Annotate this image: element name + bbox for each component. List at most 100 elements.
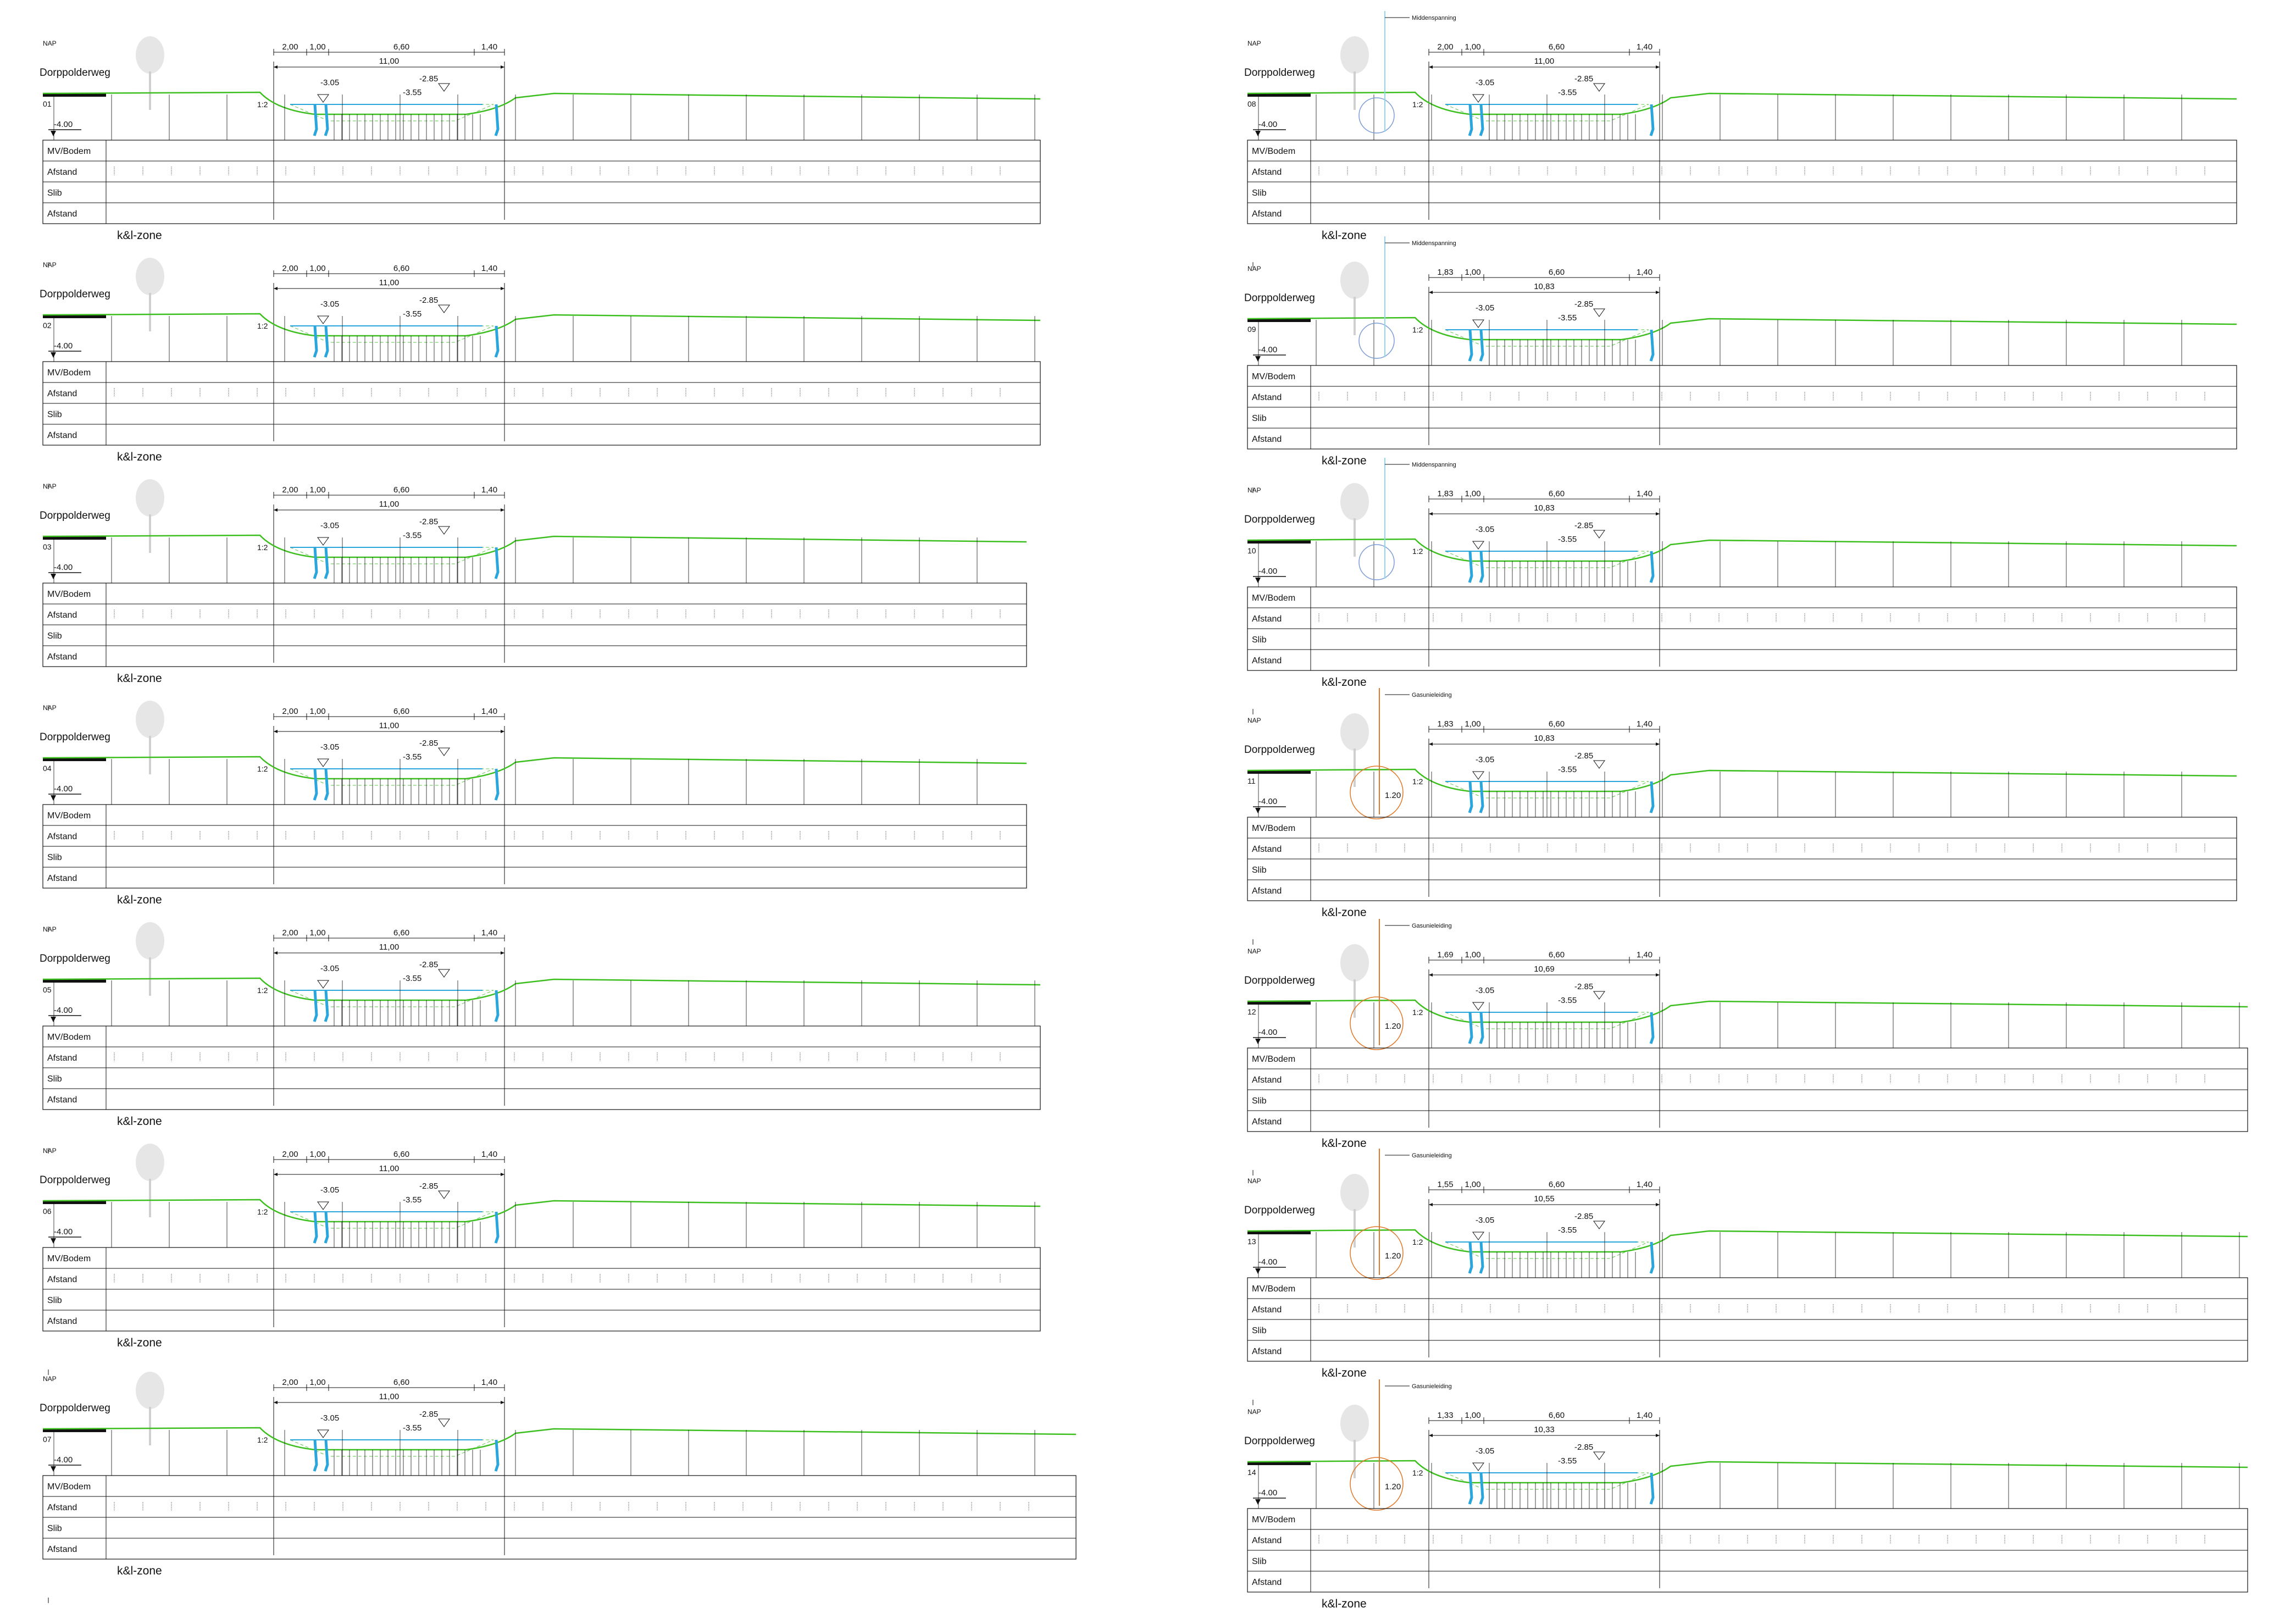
measure-marker xyxy=(313,104,318,136)
road-bar xyxy=(1247,319,1311,322)
level-mid: -3.55 xyxy=(403,974,422,983)
zone-label: k&l-zone xyxy=(117,1565,162,1577)
level-marker-right xyxy=(438,304,450,313)
measure-marker xyxy=(324,1211,329,1244)
level-mid: -3.55 xyxy=(403,531,422,540)
level-marker-left xyxy=(1472,1462,1484,1471)
road-label: Dorppolderweg xyxy=(1244,1435,1315,1447)
table-row-label: Afstand xyxy=(1252,1075,1282,1085)
profile-number: 13 xyxy=(1247,1237,1256,1246)
profile-number: 09 xyxy=(1247,325,1256,334)
dimension-d4: 1,40 xyxy=(1637,719,1652,729)
tree-icon xyxy=(1340,1174,1369,1211)
level-mid: -3.55 xyxy=(1558,535,1577,544)
measure-marker xyxy=(324,1439,329,1472)
profile-hatch xyxy=(290,768,494,786)
table-row-label: MV/Bodem xyxy=(1252,1055,1295,1064)
measure-marker xyxy=(313,990,318,1022)
profile-number: 02 xyxy=(43,321,52,330)
measure-marker xyxy=(494,768,500,801)
measure-marker xyxy=(1468,1472,1473,1505)
table-row-label: MV/Bodem xyxy=(1252,1515,1295,1524)
measure-marker xyxy=(494,104,500,136)
dimension-d3: 6,60 xyxy=(1549,1411,1565,1420)
table-row-label: MV/Bodem xyxy=(47,368,91,378)
terrain-line xyxy=(42,977,1041,1001)
dimension-d3: 6,60 xyxy=(1549,42,1565,52)
measure-marker xyxy=(1649,104,1655,136)
slope-label: 1:2 xyxy=(1412,777,1423,786)
nap-label: NAP xyxy=(1247,40,1261,47)
zone-label: k&l-zone xyxy=(1322,906,1367,919)
dimension-d3: 6,60 xyxy=(1549,1180,1565,1189)
table-row-label: Slib xyxy=(1252,1096,1267,1106)
road-label: Dorppolderweg xyxy=(1244,975,1315,986)
zone-label: k&l-zone xyxy=(1322,1367,1367,1379)
utility-label: Gasunieleiding xyxy=(1412,1152,1452,1159)
level-mid: -3.55 xyxy=(1558,88,1577,97)
level-marker-right xyxy=(438,1190,450,1199)
dimension-d3: 6,60 xyxy=(393,928,409,938)
zone-label: k&l-zone xyxy=(1322,229,1367,242)
slope-label: 1:2 xyxy=(1412,1468,1423,1477)
zone-label: k&l-zone xyxy=(117,1115,162,1128)
level-marker-right xyxy=(1593,530,1605,539)
dimension-d1: 1,83 xyxy=(1437,268,1453,277)
level-label: -4.00 xyxy=(1258,120,1277,129)
zone-label: k&l-zone xyxy=(117,1337,162,1349)
level-mid: -3.55 xyxy=(1558,996,1577,1005)
terrain-line xyxy=(1247,317,2237,341)
table-row-label: Afstand xyxy=(47,874,77,883)
level-marker-left xyxy=(1472,319,1484,328)
table-row-label: Afstand xyxy=(1252,435,1282,444)
slope-label: 1:2 xyxy=(1412,1008,1423,1017)
profile-number: 07 xyxy=(43,1435,52,1444)
level-marker xyxy=(1255,356,1261,362)
total-dimension: 10,83 xyxy=(1534,503,1555,513)
road-label: Dorppolderweg xyxy=(40,510,110,522)
dimension-d2: 1,00 xyxy=(1465,268,1480,277)
table-row-label: Slib xyxy=(47,1296,62,1305)
level-marker-right xyxy=(1593,83,1605,92)
profile-hatch xyxy=(290,990,494,1007)
gas-depth: 1.20 xyxy=(1385,1251,1401,1261)
level-right: -2.85 xyxy=(419,296,438,305)
slope-label: 1:2 xyxy=(257,1435,268,1444)
level-marker-right xyxy=(438,526,450,535)
level-marker xyxy=(1255,578,1261,583)
nap-label: NAP xyxy=(43,1375,57,1383)
measure-marker xyxy=(313,1211,318,1244)
table-row-label: Afstand xyxy=(47,1095,77,1105)
tree-icon xyxy=(1340,1405,1369,1442)
level-left: -3.05 xyxy=(1476,986,1494,995)
zone-label: k&l-zone xyxy=(117,894,162,906)
tree-icon xyxy=(136,922,164,960)
level-label: -4.00 xyxy=(54,341,73,351)
dimension-d2: 1,00 xyxy=(1465,489,1480,498)
terrain-line xyxy=(42,756,1027,780)
dimension-d2: 1,00 xyxy=(1465,950,1480,960)
gas-depth: 1.20 xyxy=(1385,1022,1401,1031)
table-row-label: Slib xyxy=(1252,188,1267,198)
gas-zone-icon xyxy=(1350,996,1404,1050)
total-dimension: 11,00 xyxy=(379,500,399,509)
road-label: Dorppolderweg xyxy=(40,289,110,300)
table-row-label: Afstand xyxy=(1252,1347,1282,1356)
slope-label: 1:2 xyxy=(257,100,268,109)
level-label: -4.00 xyxy=(1258,567,1277,576)
table-row-label: Slib xyxy=(1252,866,1267,875)
measure-marker xyxy=(324,990,329,1022)
level-marker-right xyxy=(438,969,450,978)
table-row-label: MV/Bodem xyxy=(47,590,91,599)
road-bar xyxy=(1247,1001,1311,1005)
tree-icon xyxy=(136,36,164,74)
table-row-label: Slib xyxy=(1252,1557,1267,1566)
measure-marker xyxy=(324,104,329,136)
table-row-label: MV/Bodem xyxy=(1252,147,1295,156)
level-marker-left xyxy=(317,537,329,546)
slope-label: 1:2 xyxy=(1412,1238,1423,1246)
level-left: -3.05 xyxy=(1476,525,1494,534)
level-label: -4.00 xyxy=(1258,1488,1277,1498)
